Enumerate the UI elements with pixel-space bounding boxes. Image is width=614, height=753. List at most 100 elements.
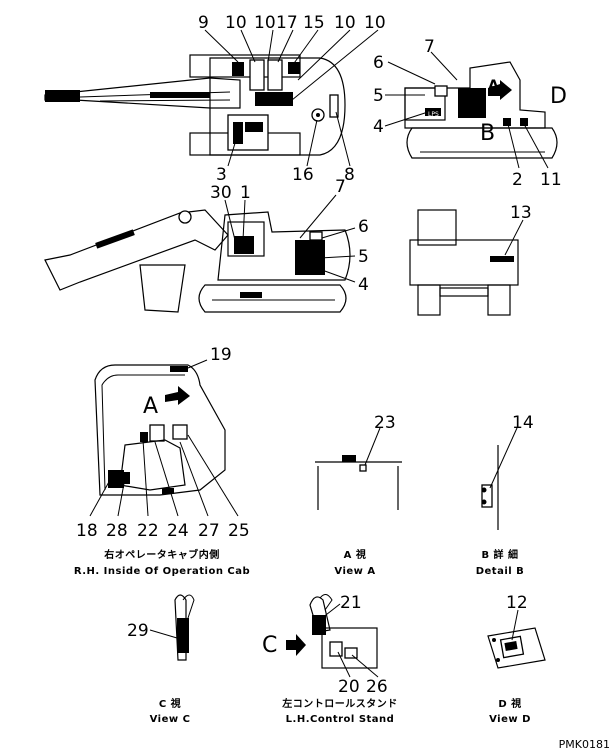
callout-6: 6 <box>373 53 384 73</box>
rs-decal-6 <box>434 85 448 97</box>
callout-25: 25 <box>228 521 250 541</box>
side-crawler <box>198 284 347 313</box>
callout-10: 10 <box>364 13 386 33</box>
top-boom-line-2 <box>99 99 231 102</box>
callout-23: 23 <box>374 413 396 433</box>
callout-5: 5 <box>358 247 369 267</box>
callout-1: 1 <box>240 183 251 203</box>
decal-17 <box>267 59 283 91</box>
callout-16: 16 <box>292 165 314 185</box>
callout-28: 28 <box>106 521 128 541</box>
detail-b: 14 B 詳 細 Detail B <box>476 413 534 577</box>
callout-26: 26 <box>366 677 388 697</box>
callout-20: 20 <box>338 677 360 697</box>
callout-8: 8 <box>344 165 355 185</box>
rear-cab <box>417 209 457 246</box>
caption-stand-en: L.H.Control Stand <box>286 714 395 725</box>
rs-body <box>404 61 546 129</box>
caption-c-en: View C <box>150 714 191 725</box>
rs-arrow-icon <box>488 80 512 100</box>
cab-arrow-icon <box>165 386 190 405</box>
decal-9 <box>232 62 244 76</box>
callout-18: 18 <box>76 521 98 541</box>
side-bucket <box>139 264 186 313</box>
callout-11: 11 <box>540 170 562 190</box>
callout-2: 2 <box>512 170 523 190</box>
decal-24 <box>149 424 165 442</box>
view-d: 12 D 視 View D <box>487 593 546 725</box>
caption-a-en: View A <box>334 566 375 577</box>
callout-24: 24 <box>167 521 189 541</box>
caption-c-jp: C 視 <box>159 697 181 710</box>
callout-7: 7 <box>424 37 435 57</box>
side-body <box>217 211 351 281</box>
callout-12: 12 <box>506 593 528 613</box>
rear-counterweight <box>409 239 519 286</box>
decal-25 <box>162 488 174 494</box>
decal-27 <box>172 424 188 440</box>
side-decal-6 <box>309 231 323 241</box>
decal-13 <box>490 256 514 262</box>
rear-side-view: LPS 7 6 5 4 2 11 A B D <box>373 37 567 190</box>
caption-cab-jp: 右オペレータキャブ内側 <box>103 548 220 561</box>
side-view: 30 1 7 6 5 4 <box>44 177 369 313</box>
callout-3: 3 <box>216 165 227 185</box>
view-a: 23 A 視 View A <box>315 413 402 577</box>
rear-undercarriage <box>439 287 489 297</box>
caption-d-en: View D <box>489 714 531 725</box>
decal-26 <box>344 647 358 659</box>
callout-13: 13 <box>510 203 532 223</box>
cab-window <box>233 122 243 144</box>
callout-6: 6 <box>358 217 369 237</box>
top-upper-structure <box>209 57 346 156</box>
label-b: B <box>480 121 495 146</box>
decal-20 <box>329 641 343 657</box>
side-boom <box>44 209 229 291</box>
callout-21: 21 <box>340 593 362 613</box>
decal-10a <box>249 59 265 91</box>
decal-8 <box>329 94 339 118</box>
rs-counterweight <box>404 87 446 121</box>
rs-decal-11 <box>520 118 528 126</box>
side-cab <box>227 221 265 257</box>
cab-window-2 <box>245 122 263 132</box>
rs-decal-4 <box>425 108 441 116</box>
caption-a-jp: A 視 <box>344 548 367 561</box>
callout-19: 19 <box>210 345 232 365</box>
callout-30: 30 <box>210 183 232 203</box>
rear-view: 13 <box>409 203 532 316</box>
callout-15: 15 <box>303 13 325 33</box>
label-c: C <box>262 633 277 658</box>
caption-d-jp: D 視 <box>498 697 521 710</box>
side-crawler-mark <box>240 292 262 298</box>
callout-5: 5 <box>373 86 384 106</box>
label-a-arrow: A <box>143 394 158 419</box>
decal-23 <box>359 464 367 472</box>
top-cylinder <box>150 92 210 98</box>
callout-29: 29 <box>127 621 149 641</box>
decal-15 <box>288 62 300 74</box>
drawing-code: PMK0181 <box>559 738 610 751</box>
rs-decal-block <box>458 88 486 118</box>
rs-crawler <box>406 127 558 159</box>
caption-b-jp: B 詳 細 <box>481 548 518 561</box>
decal-19 <box>170 366 188 372</box>
view-a-block <box>342 455 356 462</box>
callout-4: 4 <box>373 117 384 137</box>
view-c: 29 C 視 View C <box>127 594 195 725</box>
control-lever <box>309 596 331 633</box>
side-boom-pin <box>178 210 192 224</box>
top-bucket <box>45 90 80 102</box>
callout-4: 4 <box>358 275 369 295</box>
callout-17: 17 <box>276 13 298 33</box>
callout-10: 10 <box>254 13 276 33</box>
decal-16-dot <box>316 113 320 117</box>
top-view: 9 10 10 17 15 10 10 3 16 8 <box>44 13 386 185</box>
rs-decal-2 <box>503 118 511 126</box>
callout-7: 7 <box>335 177 346 197</box>
rear-track-right <box>487 284 511 316</box>
label-d: D <box>550 84 567 109</box>
callout-27: 27 <box>198 521 220 541</box>
decal-14 <box>481 484 493 508</box>
